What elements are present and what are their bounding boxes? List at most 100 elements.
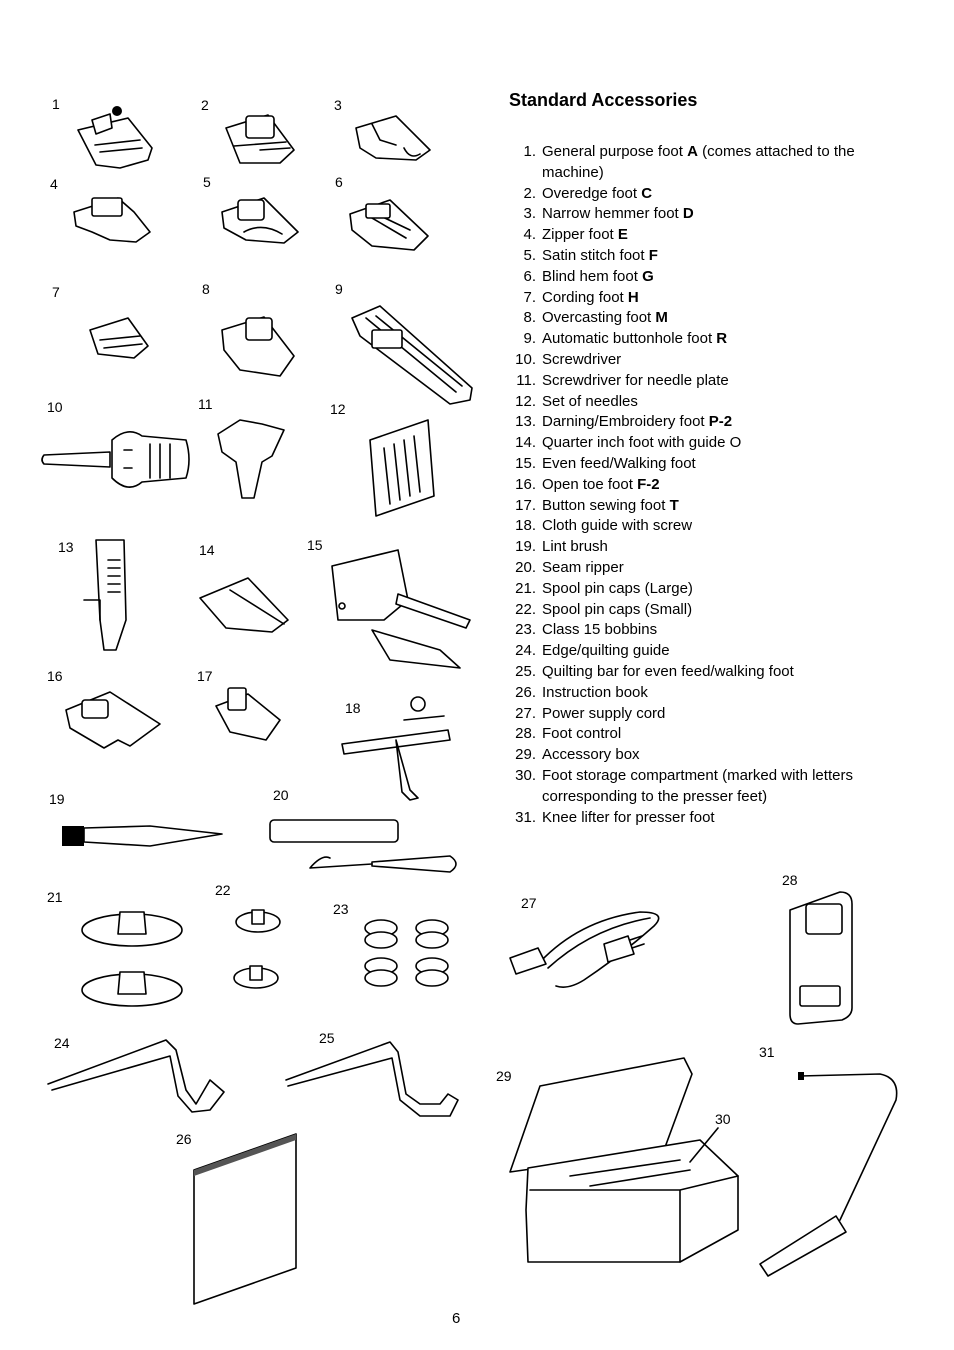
accessory-letter: M bbox=[655, 309, 668, 327]
callout-12: 12 bbox=[330, 401, 346, 417]
callout-13: 13 bbox=[58, 539, 74, 555]
callout-30: 30 bbox=[715, 1111, 731, 1127]
callout-20: 20 bbox=[273, 787, 289, 803]
callout-11: 11 bbox=[198, 396, 213, 412]
callout-5: 5 bbox=[203, 174, 211, 190]
accessory-item: 13.Darning/Embroidery foot P-2 bbox=[506, 412, 906, 433]
accessory-text: Seam ripper bbox=[542, 558, 624, 576]
accessory-text: Even feed/Walking foot bbox=[542, 454, 696, 472]
edge-quilting-guide-illustration bbox=[47, 1039, 225, 1113]
button-sewing-foot-illustration bbox=[215, 687, 281, 741]
accessory-number: 15. bbox=[515, 454, 536, 472]
accessory-letter: D bbox=[682, 205, 694, 223]
accessory-number: 3. bbox=[523, 205, 536, 223]
accessory-box-illustration bbox=[509, 1057, 739, 1263]
accessory-item: 3. Narrow hemmer foot D bbox=[506, 204, 906, 225]
accessory-number: 23. bbox=[515, 621, 536, 639]
accessory-item: 4.Zipper foot E bbox=[506, 225, 906, 246]
spool-pin-caps-large-illustration bbox=[81, 911, 183, 1007]
lint-brush-illustration bbox=[62, 825, 223, 847]
accessory-item: 12. Set of needles bbox=[506, 392, 906, 413]
accessory-item: 30. Foot storage compartment (marked with… bbox=[506, 766, 906, 808]
page-number: 6 bbox=[452, 1310, 461, 1327]
accessory-text: Cording foot H bbox=[542, 288, 639, 306]
accessory-item: 15. Even feed/Walking foot bbox=[506, 454, 906, 475]
bobbins-illustration bbox=[364, 919, 449, 987]
accessory-letter: G bbox=[642, 267, 654, 285]
accessory-number: 12. bbox=[515, 392, 536, 410]
callout-1: 1 bbox=[52, 96, 60, 112]
accessory-number: 30. bbox=[515, 766, 536, 784]
accessory-item: 22. Spool pin caps (Small) bbox=[506, 600, 906, 621]
accessory-number: 28. bbox=[515, 725, 536, 743]
accessory-letter: A bbox=[687, 143, 698, 160]
accessory-text: Zipper foot E bbox=[542, 226, 628, 244]
accessory-item: 20.Seam ripper bbox=[506, 558, 906, 579]
accessory-text: Satin stitch foot F bbox=[542, 246, 658, 264]
callout-10: 10 bbox=[47, 399, 63, 415]
seam-ripper-illustration bbox=[269, 819, 457, 873]
callout-9: 9 bbox=[335, 281, 343, 297]
power-cord-illustration bbox=[509, 911, 660, 988]
accessory-letter: F bbox=[648, 246, 658, 264]
open-toe-foot-illustration bbox=[65, 691, 161, 749]
automatic-buttonhole-foot-illustration bbox=[351, 305, 473, 405]
accessory-text: Accessory box bbox=[542, 746, 640, 764]
accessory-text: Spool pin caps (Large) bbox=[542, 579, 693, 597]
callout-15: 15 bbox=[307, 537, 323, 553]
narrow-hemmer-foot-illustration bbox=[355, 115, 431, 161]
accessory-item: 28.Foot control bbox=[506, 724, 906, 745]
accessory-number: 27. bbox=[515, 704, 536, 722]
screwdriver-illustration bbox=[41, 431, 190, 488]
accessory-item: 16.Open toe foot F-2 bbox=[506, 475, 906, 496]
accessory-letter: E bbox=[617, 226, 628, 244]
accessory-item: 29.Accessory box bbox=[506, 745, 906, 766]
walking-foot-illustration bbox=[331, 549, 471, 669]
accessory-item: 8.Overcasting foot M bbox=[506, 308, 906, 329]
callout-16: 16 bbox=[47, 668, 63, 684]
overedge-foot-illustration bbox=[225, 114, 295, 164]
callout-22: 22 bbox=[215, 882, 231, 898]
accessory-number: 24. bbox=[515, 642, 536, 660]
accessory-number: 9. bbox=[523, 330, 536, 348]
accessory-number: 22. bbox=[515, 600, 536, 618]
accessory-text: Narrow hemmer foot D bbox=[542, 205, 694, 223]
accessory-item: 26.Instruction book bbox=[506, 683, 906, 704]
accessory-text: Spool pin caps (Small) bbox=[542, 600, 693, 618]
accessory-item: 21. Spool pin caps (Large) bbox=[506, 579, 906, 600]
accessory-text: Instruction book bbox=[542, 683, 648, 701]
accessory-number: 1. bbox=[523, 143, 536, 160]
quilting-bar-illustration bbox=[285, 1041, 459, 1117]
callout-25: 25 bbox=[319, 1030, 335, 1046]
accessory-text: Edge/quilting guide bbox=[542, 642, 670, 660]
accessory-item: 23.Class 15 bobbins bbox=[506, 620, 906, 641]
accessory-text: Screwdriver for needle plate bbox=[542, 371, 729, 389]
accessory-item: 19.Lint brush bbox=[506, 537, 906, 558]
darning-foot-illustration bbox=[83, 539, 127, 651]
callout-28: 28 bbox=[782, 872, 798, 888]
accessory-number: 11. bbox=[516, 371, 536, 389]
callout-24: 24 bbox=[54, 1035, 70, 1051]
callout-8: 8 bbox=[202, 281, 210, 297]
accessories-list: 1.General purpose foot A (comes attached… bbox=[506, 142, 906, 828]
callout-7: 7 bbox=[52, 284, 60, 300]
accessory-number: 6. bbox=[523, 267, 536, 285]
accessory-item: 7.Cording foot H bbox=[506, 288, 906, 309]
accessory-text: Quarter inch foot with guide O bbox=[542, 434, 742, 452]
accessory-item: 25.Quilting bar for even feed/walking fo… bbox=[506, 662, 906, 683]
accessory-text: Foot storage compartment (marked with le… bbox=[542, 766, 853, 805]
accessory-number: 21. bbox=[515, 579, 536, 597]
accessory-text: Set of needles bbox=[542, 392, 638, 410]
blind-hem-foot-illustration bbox=[349, 199, 429, 251]
accessory-text: Overcasting foot M bbox=[542, 309, 668, 327]
accessory-item: 6.Blind hem foot G bbox=[506, 267, 906, 288]
accessory-number: 2. bbox=[523, 184, 536, 202]
accessory-number: 10. bbox=[515, 350, 536, 368]
accessory-text: Cloth guide with screw bbox=[542, 517, 693, 535]
accessory-letter: F-2 bbox=[637, 475, 660, 493]
callout-27: 27 bbox=[521, 895, 537, 911]
accessory-number: 25. bbox=[515, 662, 536, 680]
accessory-text: Knee lifter for presser foot bbox=[542, 808, 715, 826]
accessory-text: Button sewing foot T bbox=[542, 496, 679, 514]
